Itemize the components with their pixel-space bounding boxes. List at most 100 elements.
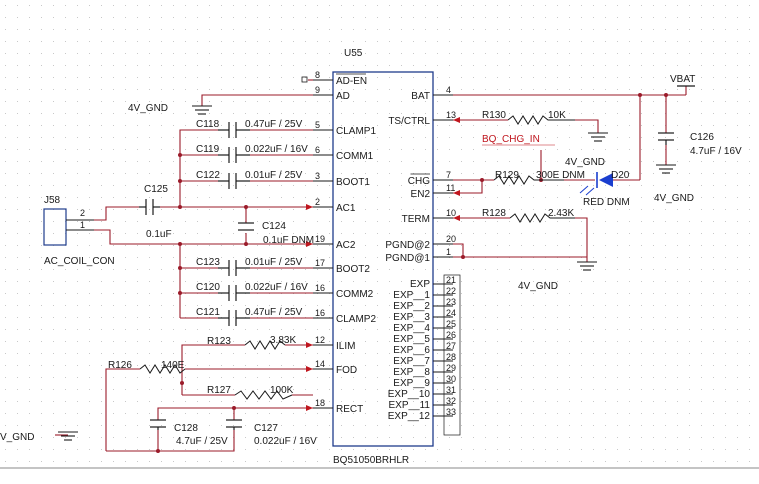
wire-r130-gnd (575, 119, 599, 133)
c120-value: 0.022uF / 16V (245, 282, 308, 293)
chip-pin-number: 7 (446, 170, 451, 180)
c127-ref: C127 (254, 423, 278, 434)
junction (178, 153, 182, 157)
chip-pin-name: FOD (336, 365, 357, 376)
chip-pin-number: 24 (446, 308, 456, 318)
cap-c127-symbol (226, 419, 242, 430)
resistor-r127-symbol (234, 390, 293, 400)
cap-c123-symbol (218, 260, 250, 276)
cap-c119-symbol (218, 147, 250, 163)
chip-u55: U55 BQ51050BRHLR 8AD-EN9AD5CLAMP16COMM13… (313, 48, 461, 466)
arrow-rect (306, 405, 313, 411)
chip-pin-name: PGND@1 (385, 253, 430, 264)
chip-pin-name: AD (336, 91, 350, 102)
resistor-symbols (139, 115, 575, 400)
chip-pin-number: 18 (315, 398, 325, 408)
cap-c125-symbol (139, 199, 160, 215)
net-gnd-pgnd: 4V_GND (518, 281, 558, 292)
junction (178, 205, 182, 209)
led-value: RED DNM (583, 197, 630, 208)
r129-ref: R129 (495, 170, 519, 181)
chip-pin-name: EXP__3 (393, 312, 430, 323)
chip-pin-name: COMM1 (336, 151, 374, 162)
chip-exp-pins: 21EXP22EXP__123EXP__224EXP__325EXP__426E… (388, 274, 461, 436)
led-triangle (599, 173, 613, 187)
junctions (156, 93, 668, 453)
chip-pin-number: 16 (315, 283, 325, 293)
chip-pin-name: AD-EN (336, 76, 367, 87)
chip-pin-number: 21 (446, 275, 456, 285)
c121-ref: C121 (196, 307, 220, 318)
net-gnd-left: V_GND (0, 432, 34, 443)
arrow-ac2 (306, 241, 313, 247)
cap-c118-symbol (218, 122, 250, 138)
junction (178, 291, 182, 295)
c125-ref: C125 (144, 184, 168, 195)
chip-pin-number: 4 (446, 85, 451, 95)
chip-pin-name: EXP__1 (393, 290, 430, 301)
ground-r130 (588, 132, 608, 142)
c125-value: 0.1uF (146, 229, 172, 240)
c121-value: 0.47uF / 25V (245, 307, 303, 318)
chip-pin-number: 29 (446, 363, 456, 373)
chip-pin-name: RECT (336, 404, 363, 415)
junction (178, 266, 182, 270)
connector-j58: J58 2 1 AC_COIL_CON (43, 195, 115, 267)
chip-pin-name: AC1 (336, 203, 356, 214)
chip-pin-number: 25 (446, 319, 456, 329)
resistor-r130-symbol (507, 115, 575, 125)
chip-pin-number: 31 (446, 385, 456, 395)
chip-pin-name: EXP__8 (393, 367, 430, 378)
junction (178, 179, 182, 183)
connector-name: AC_COIL_CON (44, 256, 115, 267)
ground-symbols (58, 105, 676, 441)
chip-pin-name: EXP__11 (388, 400, 430, 411)
c128-value: 4.7uF / 25V (176, 436, 228, 447)
chip-pin-number: 12 (315, 335, 325, 345)
chip-pin-name: EXP__12 (388, 411, 431, 422)
c126-value: 4.7uF / 16V (690, 146, 742, 157)
chip-pin-name: ILIM (336, 341, 355, 352)
c128-ref: C128 (174, 423, 198, 434)
resistor-r128-symbol (509, 213, 575, 223)
chip-pin-number: 27 (446, 341, 456, 351)
cap-c122-symbol (218, 173, 250, 189)
c123-value: 0.01uF / 25V (245, 257, 303, 268)
ground-c126 (656, 164, 676, 174)
chip-pin-name: EXP__6 (393, 345, 430, 356)
wire-j58-p2 (94, 206, 139, 221)
junction (178, 242, 182, 246)
resistor-r129-symbol (493, 175, 564, 185)
chip-pin-number: 28 (446, 352, 456, 362)
chip-left-pins: 8AD-EN9AD5CLAMP16COMM13BOOT12AC119AC217B… (313, 70, 376, 415)
chip-pin-name: PGND@2 (385, 240, 430, 251)
connector-body (43, 208, 67, 246)
r127-ref: R127 (207, 385, 231, 396)
c123-ref: C123 (196, 257, 220, 268)
ground-ad (192, 105, 212, 115)
r128-ref: R128 (482, 208, 506, 219)
cap-c124-symbol (238, 222, 254, 231)
chip-pin-number: 22 (446, 286, 456, 296)
c118-value: 0.47uF / 25V (245, 119, 303, 130)
chip-pin-name: EXP__10 (388, 389, 431, 400)
chip-right-pins: 4BAT13TS/CTRL7CHG11EN210TERM20PGND@21PGN… (385, 85, 456, 264)
r123-value: 3.83K (270, 335, 296, 346)
wire-r126-left (105, 368, 140, 451)
ground-pgnd (577, 261, 597, 271)
junction (461, 255, 465, 259)
junction (244, 242, 248, 246)
chip-pin-number: 10 (446, 208, 456, 218)
chip-pin-name: TS/CTRL (388, 116, 430, 127)
led-d20: D20 RED DNM (579, 170, 630, 208)
chip-pin-name: BOOT2 (336, 264, 370, 275)
r130-value: 10K (548, 110, 566, 121)
connector-pin2: 2 (80, 208, 85, 218)
c119-value: 0.022uF / 16V (245, 144, 308, 155)
r128-value: 2.43K (548, 208, 574, 219)
arrow-ilim (306, 342, 313, 348)
r126-ref: R126 (108, 360, 132, 371)
cap-c126-symbol (658, 132, 674, 145)
c120-ref: C120 (196, 282, 220, 293)
